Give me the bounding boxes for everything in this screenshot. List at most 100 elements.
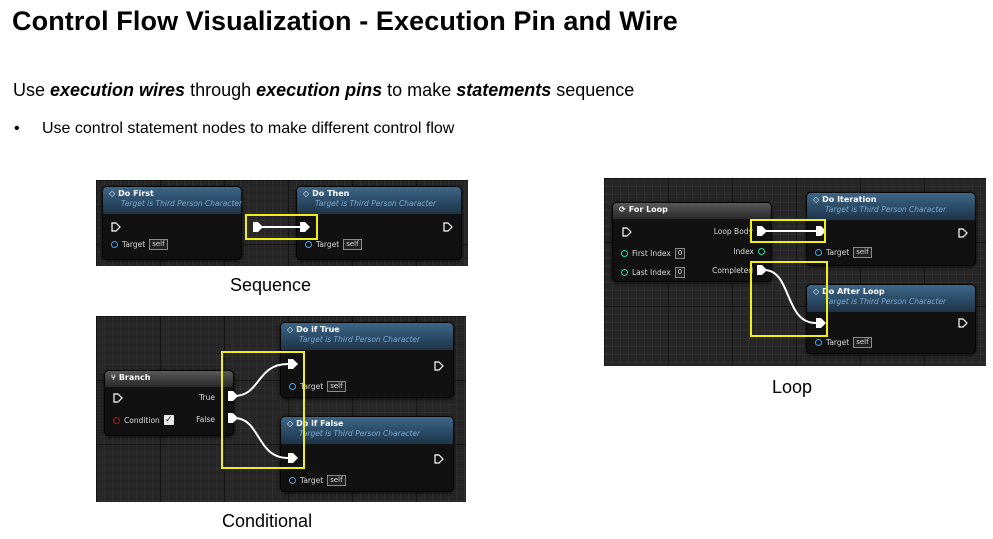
node-title-do-if-true: Do if True	[296, 325, 340, 334]
function-icon: ◇	[813, 194, 820, 204]
node-do-after-loop[interactable]: ◇Do After Loop Target is Third Person Ch…	[806, 284, 976, 354]
exec-pin-icon[interactable]	[816, 318, 826, 328]
node-header: ⑂Branch	[105, 371, 233, 387]
function-icon: ◇	[813, 286, 820, 296]
exec-pin-icon[interactable]	[816, 226, 826, 236]
function-icon: ◇	[109, 188, 116, 198]
node-title-do-after-loop: Do After Loop	[822, 287, 885, 296]
index-pin-icon[interactable]	[758, 248, 765, 255]
exec-pin-icon[interactable]	[300, 222, 310, 232]
condition-row: Condition✓	[113, 415, 174, 425]
completed-label: Completed	[712, 266, 753, 275]
target-pin-icon[interactable]	[289, 383, 296, 390]
exec-wire-completed	[763, 269, 817, 324]
target-label: Target	[122, 240, 146, 249]
node-header: ◇Do if True Target is Third Person Chara…	[281, 323, 453, 350]
exec-pin-icon[interactable]	[253, 222, 263, 232]
target-pin-icon[interactable]	[111, 241, 118, 248]
node-subtitle: Target is Third Person Character	[121, 199, 243, 208]
function-icon: ◇	[287, 418, 294, 428]
self-value: self	[149, 239, 168, 250]
last-index-label: Last Index	[632, 268, 671, 277]
function-icon: ◇	[287, 324, 294, 334]
highlight-box	[221, 351, 305, 469]
bullet-mark: •	[14, 120, 20, 137]
node-subtitle: Target is Third Person Character	[315, 199, 437, 208]
exec-wire-false	[233, 417, 289, 459]
node-do-iteration[interactable]: ◇Do Iteration Target is Third Person Cha…	[806, 192, 976, 266]
node-title-for-loop: For Loop	[628, 205, 668, 214]
loop-body-label: Loop Body	[713, 227, 753, 236]
target-label: Target	[316, 240, 340, 249]
false-label: False	[196, 415, 215, 424]
function-icon: ◇	[303, 188, 310, 198]
int-pin-icon[interactable]	[621, 250, 628, 257]
last-index-value[interactable]: 0	[674, 267, 686, 278]
subtitle-em-3: statements	[456, 80, 552, 100]
exec-pin-icon[interactable]	[281, 323, 455, 399]
exec-pin-icon[interactable]	[103, 187, 243, 261]
exec-wire-true	[233, 363, 289, 397]
branch-icon: ⑂	[111, 372, 116, 382]
exec-pin-icon[interactable]	[228, 391, 238, 401]
exec-pin-icon[interactable]	[288, 453, 298, 463]
node-title-branch: Branch	[118, 373, 151, 382]
subtitle-em-2: execution pins	[256, 80, 383, 100]
exec-pin-icon[interactable]	[757, 265, 767, 275]
node-header: ◇Do Iteration Target is Third Person Cha…	[807, 193, 975, 220]
subtitle-em-1: execution wires	[50, 80, 186, 100]
exec-pin-icon[interactable]	[281, 417, 455, 493]
condition-checkbox[interactable]: ✓	[163, 415, 174, 425]
sequence-panel: ◇Do First Target is Third Person Charact…	[96, 180, 468, 266]
target-pin-icon[interactable]	[305, 241, 312, 248]
bullet-text: Use control statement nodes to make diff…	[42, 120, 455, 137]
exec-pin-icon[interactable]	[807, 285, 977, 355]
true-row: True	[199, 393, 215, 402]
node-header: ◇Do After Loop Target is Third Person Ch…	[807, 285, 975, 312]
node-title-do-first: Do First	[118, 189, 154, 198]
target-pin-icon[interactable]	[815, 249, 822, 256]
self-value: self	[853, 247, 872, 258]
node-subtitle: Target is Third Person Character	[299, 335, 421, 344]
target-label: Target	[300, 476, 324, 485]
subtitle-text-2: through	[185, 80, 257, 100]
exec-pin-icon[interactable]	[288, 359, 298, 369]
node-subtitle: Target is Third Person Character	[825, 205, 947, 214]
node-do-first[interactable]: ◇Do First Target is Third Person Charact…	[102, 186, 242, 260]
first-index-value[interactable]: 0	[674, 248, 686, 259]
loop-icon: ⟳	[619, 204, 626, 214]
highlight-box	[245, 214, 318, 240]
node-do-if-true[interactable]: ◇Do if True Target is Third Person Chara…	[280, 322, 454, 398]
bullet-item: • Use control statement nodes to make dif…	[14, 120, 454, 138]
target-pin-icon[interactable]	[289, 477, 296, 484]
int-pin-icon[interactable]	[621, 269, 628, 276]
node-do-then[interactable]: ◇Do Then Target is Third Person Characte…	[296, 186, 462, 260]
self-value: self	[327, 475, 346, 486]
exec-pin-icon[interactable]	[807, 193, 977, 267]
exec-pin-icon[interactable]	[228, 413, 238, 423]
bool-pin-icon[interactable]	[113, 416, 120, 424]
node-header: ⟳For Loop	[613, 203, 771, 219]
exec-pin-icon[interactable]	[297, 187, 463, 261]
node-branch[interactable]: ⑂Branch True False Condition✓	[104, 370, 234, 436]
node-do-if-false[interactable]: ◇Do if False Target is Third Person Char…	[280, 416, 454, 492]
target-label: Target	[826, 248, 850, 257]
true-label: True	[199, 393, 215, 402]
loop-panel: ⟳For Loop Loop Body Index Completed Firs…	[604, 178, 986, 366]
target-pin-icon[interactable]	[815, 339, 822, 346]
index-row: Index	[733, 247, 765, 256]
exec-pin-icon[interactable]	[757, 226, 767, 236]
condition-label: Condition	[124, 415, 160, 425]
node-header: ◇Do if False Target is Third Person Char…	[281, 417, 453, 444]
first-index-label: First Index	[632, 249, 671, 258]
exec-pin-icon[interactable]	[105, 371, 235, 437]
node-subtitle: Target is Third Person Character	[825, 297, 947, 306]
subtitle-text-4: sequence	[551, 80, 635, 100]
node-subtitle: Target is Third Person Character	[299, 429, 421, 438]
node-for-loop[interactable]: ⟳For Loop Loop Body Index Completed Firs…	[612, 202, 772, 282]
exec-pin-icon[interactable]	[613, 203, 773, 283]
